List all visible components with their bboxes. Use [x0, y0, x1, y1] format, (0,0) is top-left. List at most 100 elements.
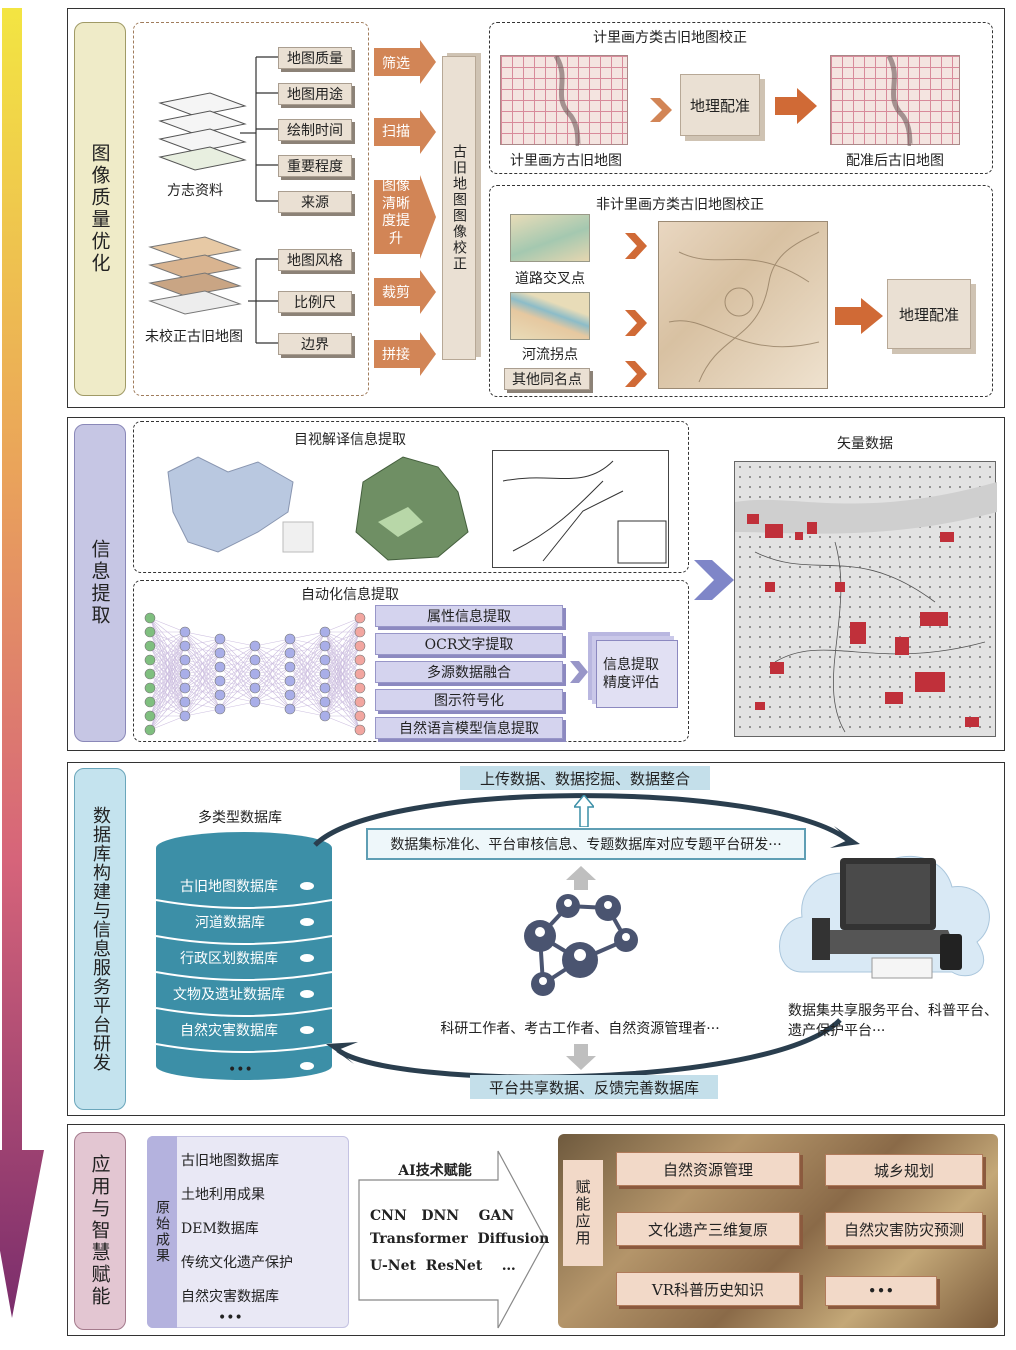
app-label-tab: 赋能应用 — [563, 1160, 603, 1266]
user-network-icon — [524, 894, 638, 996]
app-vr-history: VR科普历史知识 — [616, 1272, 800, 1306]
chevron-right-icon — [625, 233, 647, 259]
db-oldmap: 古旧地图数据库 — [180, 879, 278, 895]
attr-boundary: 边界 — [278, 333, 352, 355]
uncorrected-map-stack-icon — [148, 236, 242, 315]
attr-drawing-time: 绘制时间 — [278, 119, 352, 141]
correction-label: 古旧地图图像校正 — [451, 144, 467, 272]
vector-data-map — [734, 461, 997, 737]
source-connectors — [240, 56, 278, 344]
river-bend-label: 河流拐点 — [522, 347, 578, 363]
raw-item-culture: 传统文化遗产保护 — [181, 1255, 293, 1271]
nongrid-map-image — [658, 221, 828, 389]
app-heritage-3d: 文化遗产三维复原 — [616, 1212, 800, 1246]
ai-models-row3: U-Net ResNet … — [370, 1258, 516, 1274]
grid-map-image — [500, 55, 628, 146]
raw-results-tab: 原始成果 — [147, 1136, 177, 1328]
raw-item-landuse: 土地利用成果 — [181, 1187, 265, 1203]
db-disaster: 自然灾害数据库 — [180, 1023, 278, 1039]
raw-item-dem: DEM数据库 — [181, 1221, 259, 1237]
section-info-extraction — [67, 417, 1005, 751]
thematic-map-image — [158, 452, 318, 562]
app-urban-rural: 城乡规划 — [825, 1154, 983, 1186]
vector-data-title: 矢量数据 — [837, 436, 893, 452]
db-river: 河道数据库 — [195, 915, 265, 931]
chevron-right-icon — [570, 661, 588, 683]
gazetteer-stack-icon — [158, 92, 247, 171]
evaluation-doc — [596, 640, 678, 708]
ai-models-row2: Transformer Diffusion — [370, 1231, 550, 1247]
raw-item-oldmap: 古旧地图数据库 — [181, 1153, 279, 1169]
step-scan: 扫描 — [382, 124, 410, 140]
app-label: 赋能应用 — [573, 1179, 592, 1247]
evaluation-label: 信息提取精度评估 — [603, 657, 659, 692]
correction-column: 古旧地图图像校正 — [442, 56, 476, 360]
db-title: 多类型数据库 — [198, 810, 282, 826]
app-resource-mgmt: 自然资源管理 — [616, 1152, 800, 1186]
attr-map-use: 地图用途 — [278, 83, 352, 105]
method-ocr: OCR文字提取 — [375, 633, 563, 655]
source-group — [133, 22, 369, 396]
db-admin: 行政区划数据库 — [180, 951, 278, 967]
chevron-right-icon — [625, 361, 647, 387]
standardization-box: 数据集标准化、平台审核信息、专题数据库对应专题平台研发··· — [366, 828, 806, 860]
section-database-platform — [67, 762, 1005, 1116]
step-crop: 裁剪 — [382, 285, 410, 301]
top-flow-label: 上传数据、数据挖掘、数据整合 — [460, 766, 710, 790]
landuse-map-image — [348, 452, 473, 564]
registered-map-image — [830, 55, 960, 146]
attr-scale: 比例尺 — [278, 291, 352, 313]
ai-arrow-shape — [358, 1150, 547, 1329]
gazetteer-label: 方志资料 — [167, 183, 223, 199]
raw-results-panel — [147, 1136, 349, 1328]
method-attribute: 属性信息提取 — [375, 605, 563, 627]
app-disaster-prediction: 自然灾害防灾预测 — [825, 1212, 983, 1246]
arrow-right-icon — [775, 88, 817, 124]
neural-network-icon — [144, 612, 366, 736]
bottom-flow-label: 平台共享数据、反馈完善数据库 — [470, 1075, 718, 1099]
auto-title: 自动化信息提取 — [301, 587, 399, 603]
app-more: ••• — [825, 1276, 937, 1306]
arrow-right-icon — [694, 560, 734, 600]
section3-title: 数据库构建与信息服务平台研发 — [74, 768, 126, 1110]
attr-source: 来源 — [278, 191, 352, 213]
arrow-up-icon — [574, 795, 594, 827]
db-more: ••• — [228, 1062, 253, 1078]
step-filter: 筛选 — [382, 56, 410, 72]
platform-label: 数据集共享服务平台、科普平台、遗产保护平台··· — [788, 1003, 998, 1039]
road-junction-image — [510, 214, 590, 262]
users-label: 科研工作者、考古工作者、自然资源管理者··· — [440, 1021, 720, 1037]
other-points-label: 其他同名点 — [504, 368, 590, 390]
attr-map-quality: 地图质量 — [278, 47, 352, 69]
cloud-platform-icon — [779, 855, 990, 979]
ai-models-row1: CNN DNN GAN — [370, 1208, 515, 1224]
section-image-quality — [67, 8, 1005, 408]
step-enhance: 图像清晰度提升 — [382, 178, 410, 247]
step-arrows — [374, 40, 436, 376]
visual-title: 目视解译信息提取 — [294, 432, 406, 448]
nongrid-map-correction-group — [489, 185, 993, 397]
step-stitch: 拼接 — [382, 347, 410, 363]
chevron-right-icon — [650, 98, 672, 122]
nongrid-correction-title: 非计里画方类古旧地图校正 — [596, 197, 764, 213]
auto-extraction-group — [133, 580, 689, 742]
raw-item-disaster: 自然灾害数据库 — [181, 1289, 279, 1305]
registered-map-label: 配准后古旧地图 — [846, 153, 944, 169]
section2-title: 信息提取 — [74, 424, 126, 742]
grid-correction-title: 计里画方类古旧地图校正 — [593, 30, 747, 46]
section4-title: 应用与智慧赋能 — [74, 1132, 126, 1330]
nongrid-georef-box: 地理配准 — [887, 279, 971, 349]
grid-map-correction-group — [489, 22, 993, 174]
road-map-image — [492, 450, 669, 568]
chevron-right-icon — [625, 310, 647, 336]
attr-importance: 重要程度 — [278, 155, 352, 177]
grid-map-label: 计里画方古旧地图 — [510, 153, 622, 169]
method-llm: 自然语言模型信息提取 — [375, 717, 563, 739]
process-flow-arrow — [0, 8, 44, 1318]
uncorrected-map-label: 未校正古旧地图 — [145, 329, 243, 345]
section1-title: 图像质量优化 — [74, 22, 126, 396]
section-application — [67, 1124, 1005, 1336]
road-junction-label: 道路交叉点 — [515, 271, 585, 287]
raw-item-more: ••• — [218, 1310, 243, 1326]
ai-title: AI技术赋能 — [398, 1163, 472, 1179]
